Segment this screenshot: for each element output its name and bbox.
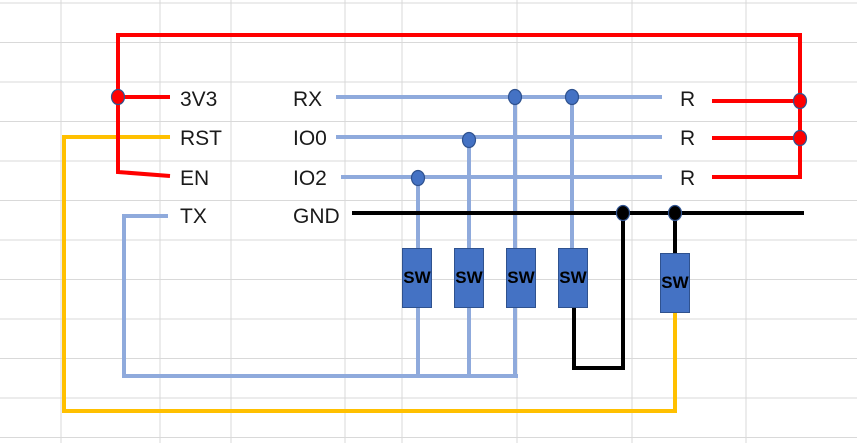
pin-label-io0: IO0 <box>293 127 327 150</box>
wire-en <box>116 97 171 178</box>
junction-io2 <box>410 169 426 187</box>
pin-label-rst: RST <box>180 127 222 150</box>
pin-label-rx: RX <box>293 88 323 111</box>
junction-io0 <box>461 131 477 149</box>
pin-label-tx: TX <box>180 205 207 228</box>
resistor-label-rx: R <box>680 88 696 111</box>
wire-3v3-rail <box>116 33 802 179</box>
switch-rst: SW <box>660 253 690 313</box>
switch-rx: SW <box>558 248 588 308</box>
junction-3v3 <box>110 88 126 106</box>
pin-label-3v3: 3V3 <box>180 88 218 111</box>
resistor-label-io2: R <box>680 167 696 190</box>
junction-r1 <box>792 92 808 110</box>
switch-tx: SW <box>506 248 536 308</box>
junction-gnd-1 <box>615 204 631 222</box>
junction-rx-1 <box>507 88 523 106</box>
switch-io2: SW <box>402 248 432 308</box>
pin-label-io2: IO2 <box>293 167 327 190</box>
junction-rx-2 <box>564 88 580 106</box>
pin-label-en: EN <box>180 167 210 190</box>
junction-gnd-2 <box>667 204 683 222</box>
pin-label-gnd: GND <box>293 205 340 228</box>
resistor-label-io0: R <box>680 127 696 150</box>
junction-r2 <box>792 129 808 147</box>
switch-io0: SW <box>454 248 484 308</box>
wire-rst <box>62 135 677 413</box>
wire-tx <box>122 214 518 378</box>
wire-gnd-loop <box>572 213 625 370</box>
